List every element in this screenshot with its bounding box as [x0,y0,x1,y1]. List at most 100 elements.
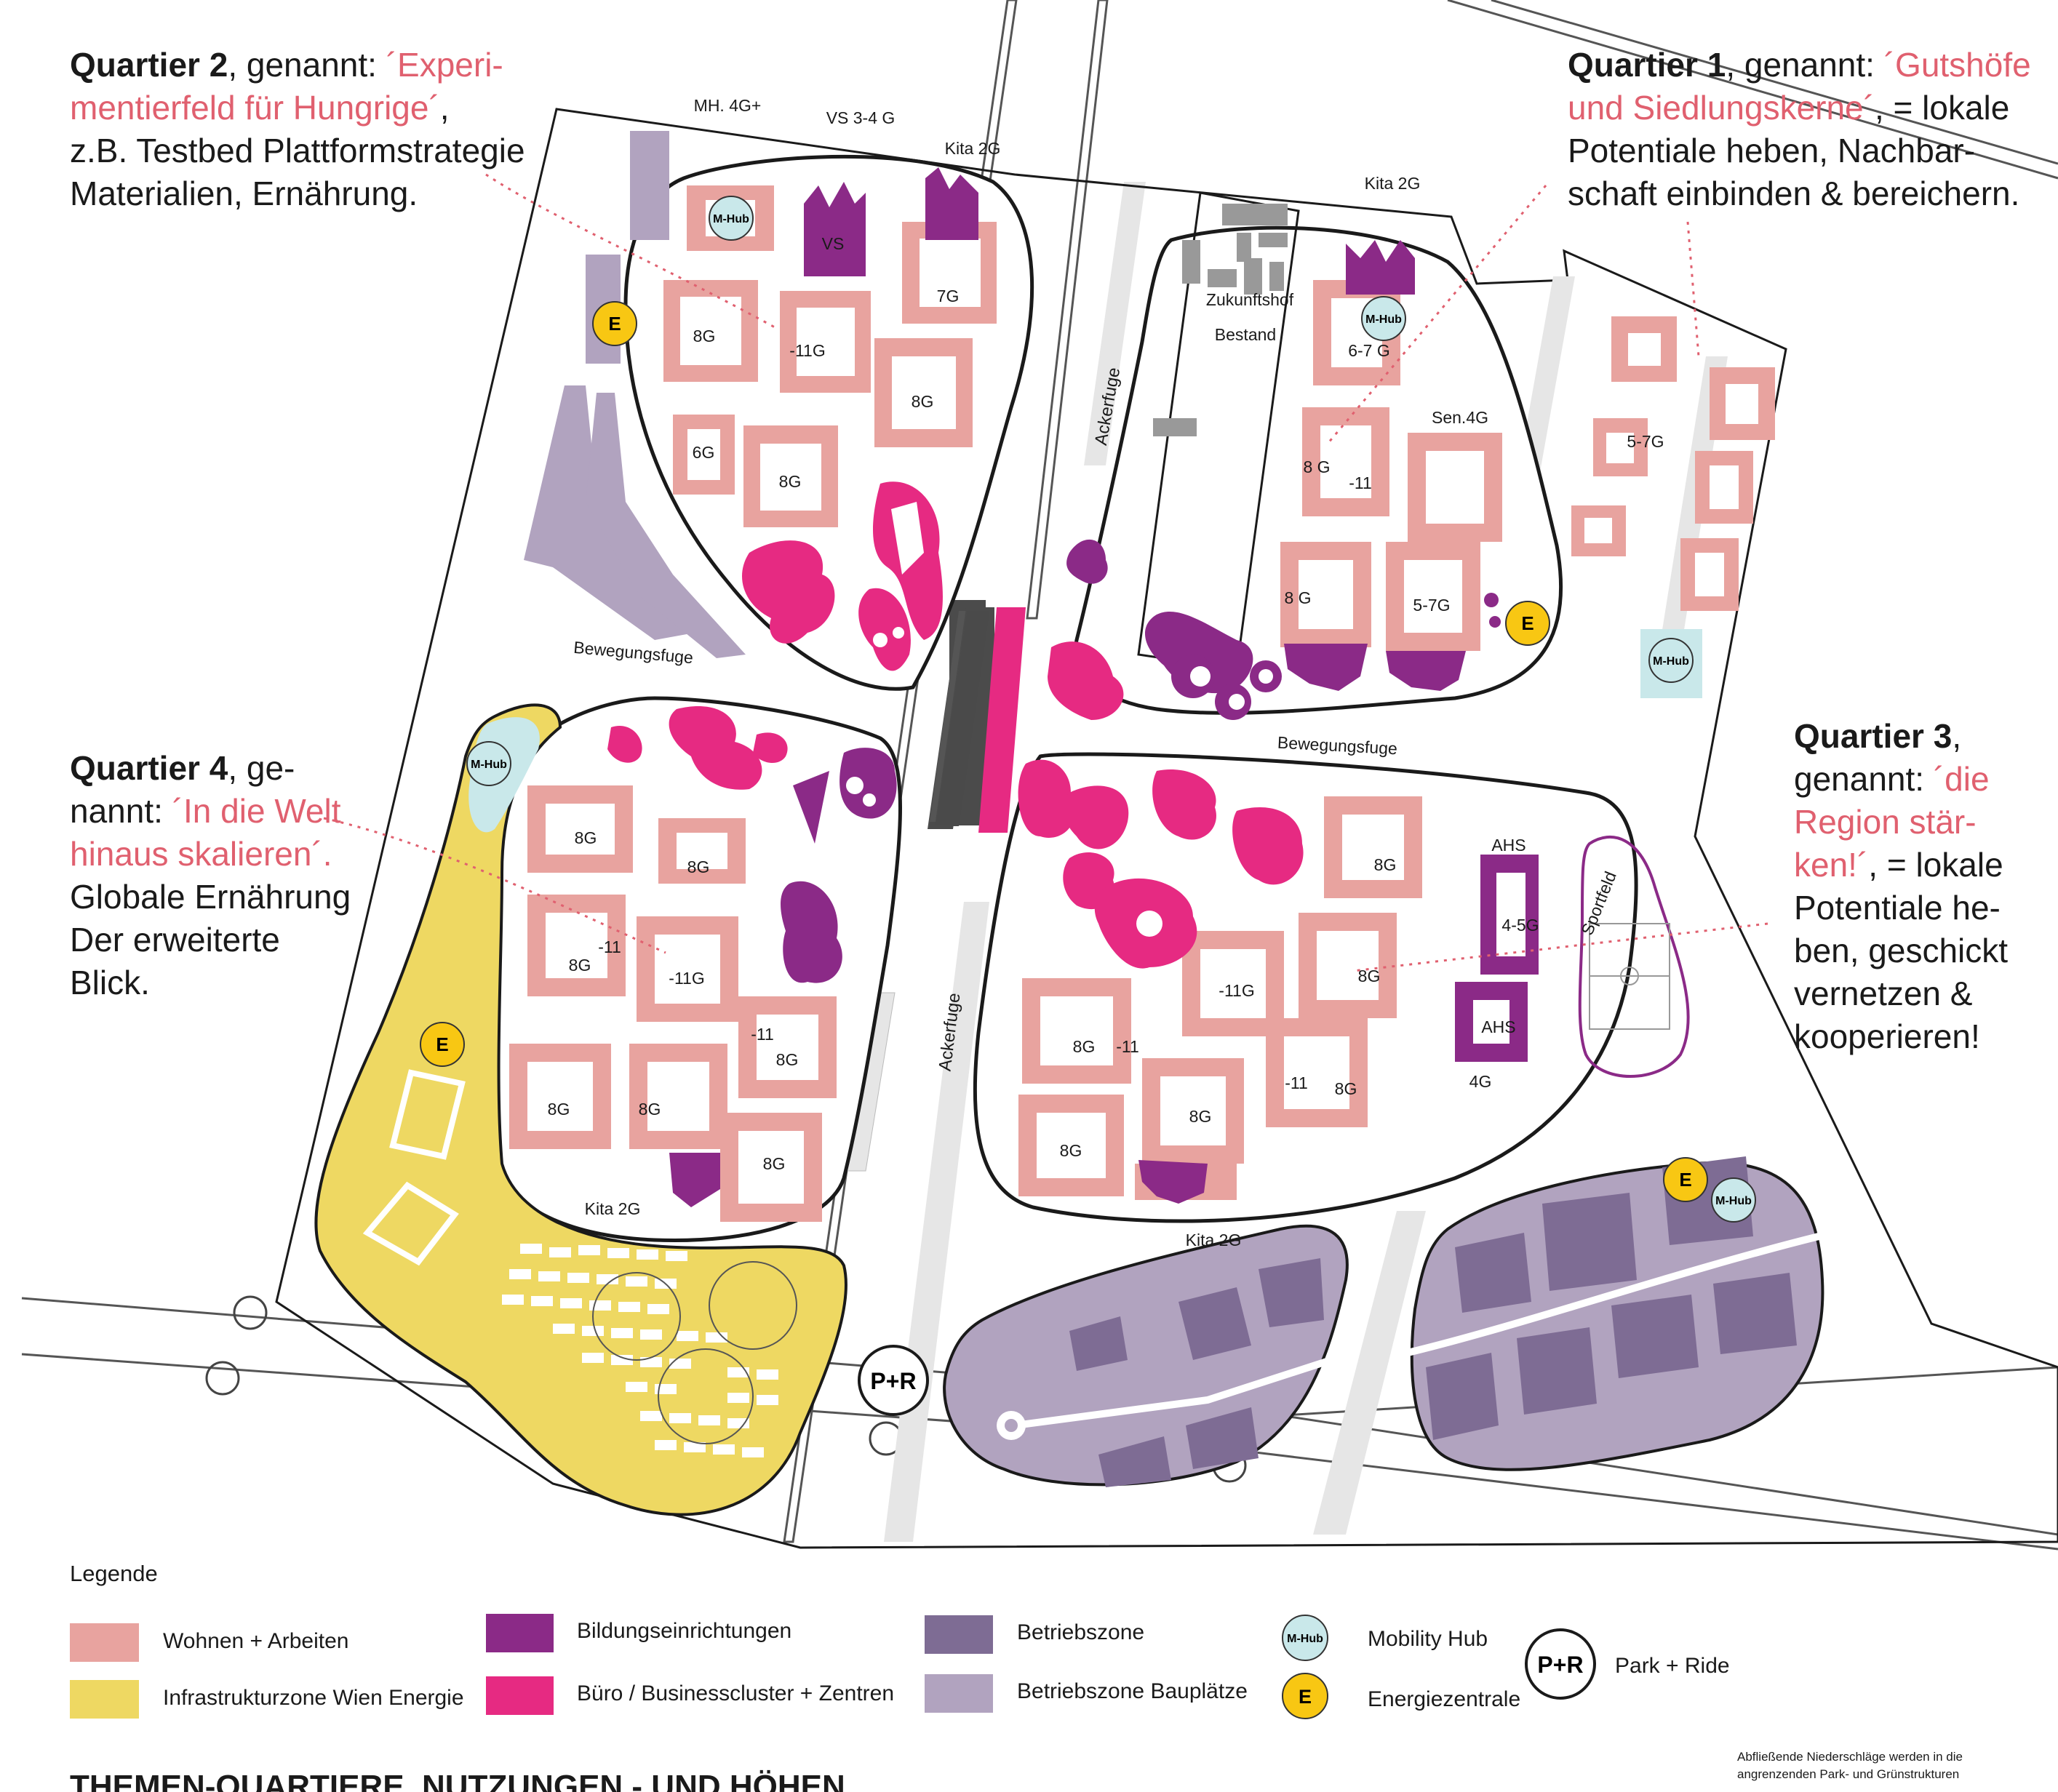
betriebszone [943,1156,1824,1487]
q3-line6: ben, geschickt [1794,932,2009,969]
label-height: -11G [789,341,825,360]
legend-label-wohnen: Wohnen + Arbeiten [163,1629,349,1653]
q2-line4: Materialien, Ernährung. [70,175,418,212]
q2-text1: , genannt: [228,46,386,84]
mobility-hub-icon: M-Hub [709,196,754,241]
park-ride-icon: P+R [858,1345,929,1416]
legend-park-ride-icon: P+R [1525,1628,1596,1700]
legend-label-bauplaetze: Betriebszone Bauplätze [1017,1679,1248,1703]
label-height: 8G [779,472,802,491]
mhub-label: M-Hub [471,759,507,771]
label-height: 8G [569,956,591,975]
q1-pink2: und Siedlungskerne´ [1568,89,1875,127]
q1-line4: schaft einbinden & bereichern. [1568,175,2020,212]
legend-swatch-buero [486,1676,554,1715]
q3-pink1: ´die [1933,760,1990,798]
legend-swatch-bauplaetze [925,1674,993,1713]
q4-line6: Blick. [70,964,150,1001]
q4-text1: , ge- [228,749,295,787]
label-height: 6G [693,443,715,462]
label-height: 8G [575,828,597,847]
park-ride-label: P+R [1537,1652,1583,1678]
legend-swatch-infrastruktur [70,1680,139,1719]
energy-icon: E [420,1022,465,1067]
legend-label-infrastruktur: Infrastrukturzone Wien Energie [163,1686,464,1710]
q1-pink1: ´Gutshöfe [1883,46,2031,84]
label-vs: VS [822,234,845,253]
label-vs34: VS 3-4 G [826,108,896,127]
q3-text1: , [1952,717,1962,755]
q4-line2: nannt: [70,792,172,830]
mhub-label: M-Hub [1365,313,1402,326]
label-height: -11G [1219,981,1254,1000]
legend-swatch-bildung [486,1614,554,1652]
energy-label: E [608,313,621,335]
mhub-label: M-Hub [713,213,749,225]
quartier-1-center [1048,191,1563,720]
legend-label-mobility-hub: Mobility Hub [1368,1627,1488,1651]
label-height: 5-7G [1413,596,1450,615]
q4-line4: Globale Ernährung [70,878,351,916]
mhub-label: M-Hub [1287,1633,1323,1645]
q3-title: Quartier 3 [1794,717,1953,755]
mobility-hub-icon: M-Hub [466,741,511,786]
plan-title: THEMEN-QUARTIERE, NUTZUNGEN - UND HÖHEN [70,1769,845,1792]
q3-line7: vernetzen & [1794,975,1973,1012]
q4-title: Quartier 4 [70,749,228,787]
annotation-quartier-1: Quartier 1, genannt: ´Gutshöfe und Siedl… [1568,44,2031,215]
label-bestand: Bestand [1215,325,1276,344]
q3-text3: , = lokale [1868,846,2003,884]
q1-text2: , = lokale [1874,89,2010,127]
label-height: 8G [639,1100,661,1119]
legend-label-betriebszone: Betriebszone [1017,1620,1145,1644]
label-kita: Kita 2G [585,1199,641,1218]
annotation-quartier-3: Quartier 3, genannt: ´die Region stär- k… [1794,715,2008,1058]
label-height: 8 G [1284,588,1311,607]
q2-title: Quartier 2 [70,46,228,84]
energy-label: E [436,1033,448,1055]
q3-pink2: Region stär- [1794,803,1977,841]
quartier-3 [973,752,1690,1223]
label-ahs: AHS [1491,836,1525,855]
mobility-hub-icon: M-Hub [1711,1177,1756,1223]
energy-icon: E [1505,601,1550,646]
label-kita: Kita 2G [1365,174,1421,193]
energy-label: E [1521,612,1533,634]
label-height: 8G [912,392,934,411]
energy-icon: E [1663,1157,1708,1202]
label-height: 4-5G [1501,916,1539,935]
label-height: -11 [751,1025,774,1044]
label-height: 4G [1469,1072,1492,1091]
label-kita: Kita 2G [1186,1231,1242,1249]
legend-swatch-wohnen [70,1623,139,1662]
legend-label-buero: Büro / Businesscluster + Zentren [577,1681,895,1705]
mobility-hub-icon: M-Hub [1361,296,1406,341]
quartier-4 [476,696,902,1243]
energy-icon: E [592,301,637,346]
label-height: 8G [687,857,710,876]
label-ahs: AHS [1481,1017,1515,1036]
quartier-2 [524,131,1034,691]
label-bewegungsfuge: Bewegungsfuge [573,638,694,667]
label-height: 8G [693,327,716,345]
mobility-hubs: M-Hub M-Hub M-Hub M-Hub M-Hub [466,196,1756,1223]
legend-label-bildung: Bildungseinrichtungen [577,1619,792,1643]
label-zukunftshof: Zukunftshof [1206,290,1294,309]
legend-mobility-hub-icon: M-Hub [1282,1615,1328,1661]
q3-line5: Potentiale he- [1794,889,2001,927]
label-bewegungsfuge: Bewegungsfuge [1277,733,1397,759]
q2-pink1: ´Experi- [386,46,503,84]
legend-label-park-ride: Park + Ride [1615,1654,1730,1678]
energy-label: E [1299,1686,1312,1708]
q2-pink2: mentierfeld für Hungrige´ [70,89,440,127]
label-height: -11 [598,937,621,956]
label-sen: Sen.4G [1432,408,1488,427]
legend-energy-icon: E [1282,1673,1328,1719]
q1-line3: Potentiale heben, Nachbar- [1568,132,1976,169]
q1-text1: , genannt: [1726,46,1884,84]
mhub-label: M-Hub [1715,1195,1752,1207]
q4-line5: Der erweiterte [70,921,280,959]
label-height: 6-7 G [1348,341,1390,360]
label-height: 8G [763,1154,786,1173]
